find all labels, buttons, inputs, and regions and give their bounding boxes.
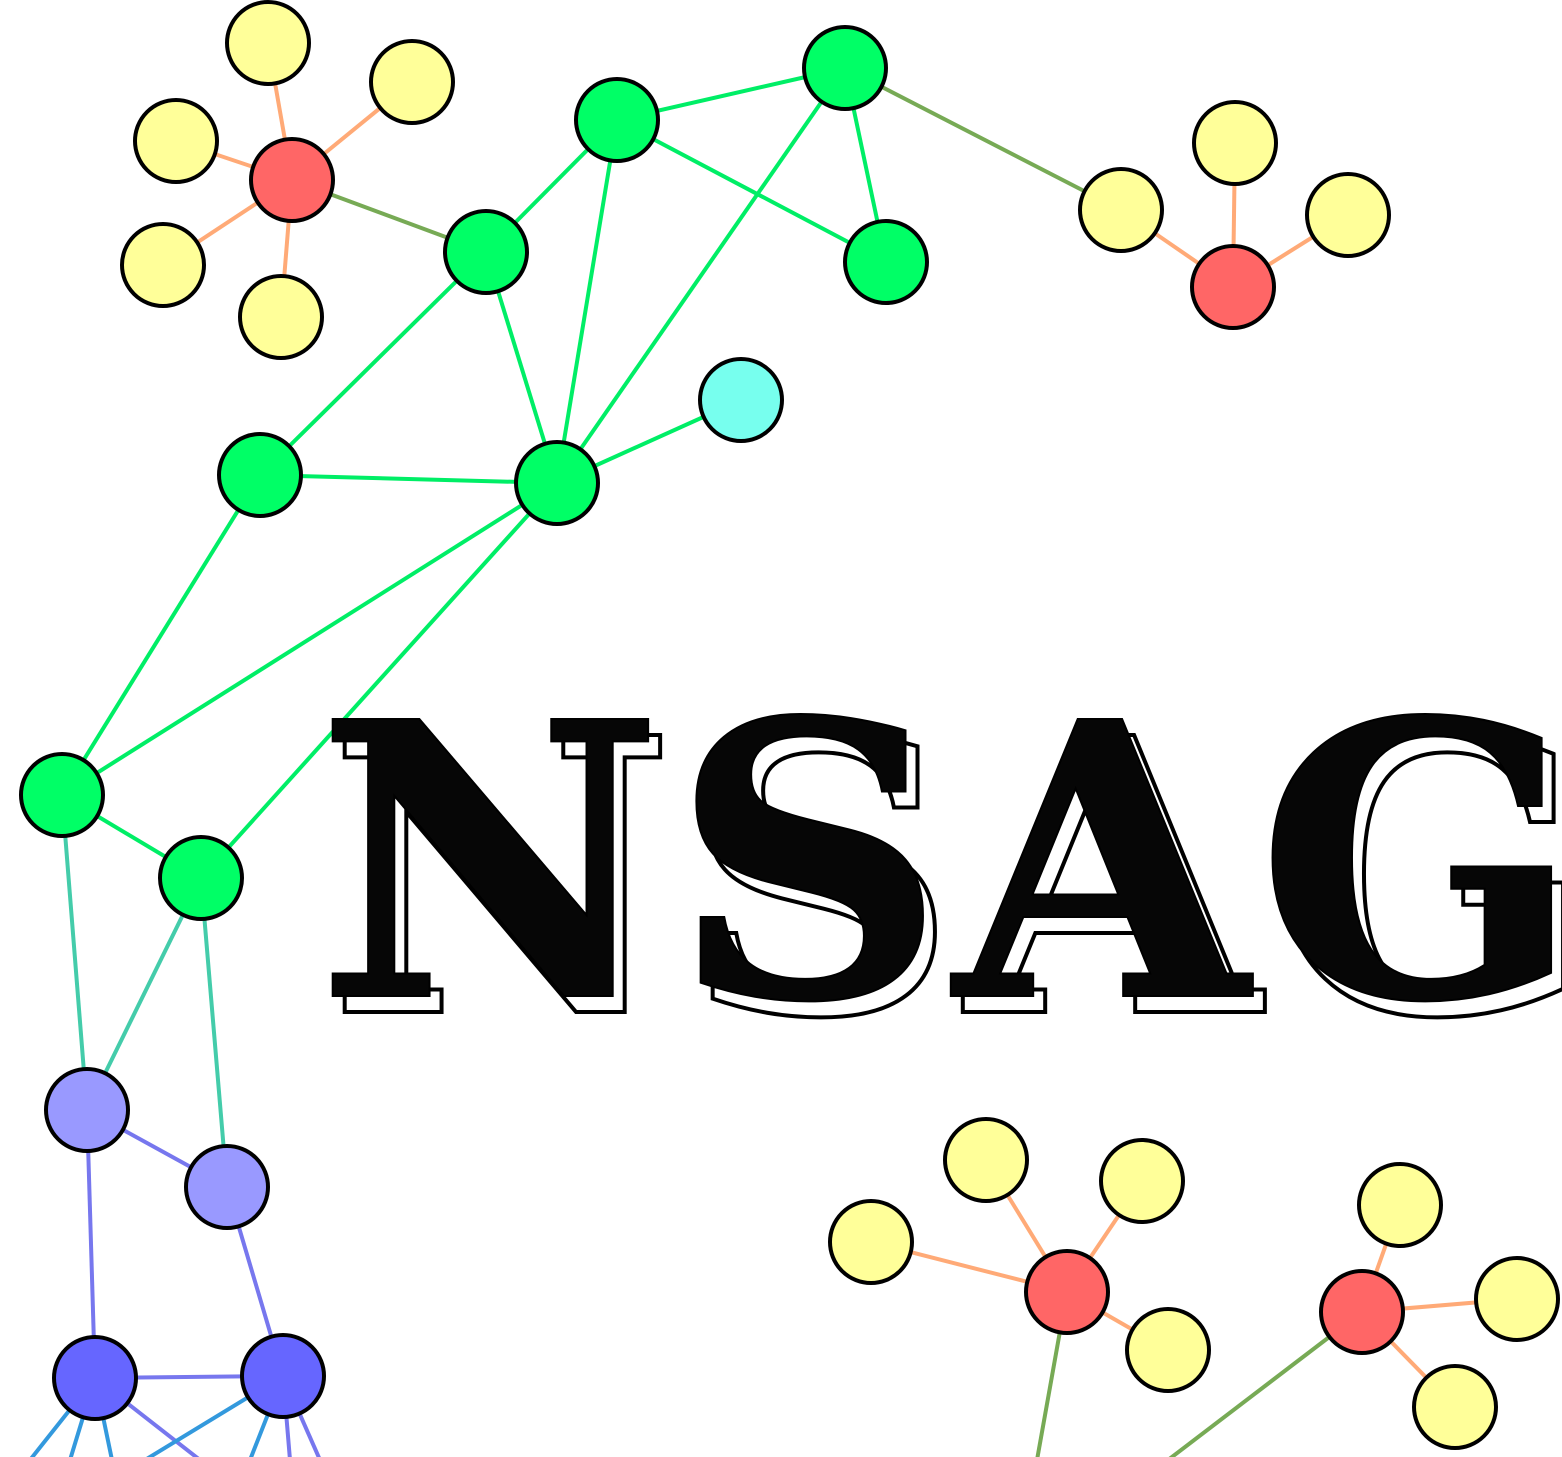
node-yellow-y2b bbox=[1192, 100, 1278, 186]
node-green-g4 bbox=[843, 219, 929, 305]
node-yellow-y3c bbox=[828, 1199, 914, 1285]
edge-g7-l1 bbox=[60, 794, 89, 1111]
node-red-r3 bbox=[1024, 1249, 1110, 1335]
node-green-g3 bbox=[443, 209, 529, 295]
node-green-g7 bbox=[19, 752, 105, 838]
edge-g2-y2a bbox=[844, 66, 1122, 212]
node-red-r1 bbox=[249, 137, 335, 223]
node-yellow-y4b bbox=[1474, 1256, 1560, 1342]
edge-g3-g5 bbox=[258, 250, 488, 477]
edge-g1-g4 bbox=[616, 118, 887, 264]
node-lavender-l1 bbox=[44, 1067, 130, 1153]
nsag-logo: NSAG NSAG bbox=[315, 638, 1562, 1104]
node-green-g2 bbox=[802, 25, 888, 111]
node-red-r4 bbox=[1319, 1269, 1405, 1355]
edge-l1-b1 bbox=[85, 1109, 97, 1379]
node-yellow-y3b bbox=[1099, 1138, 1185, 1224]
edge-g1-g6 bbox=[555, 119, 619, 484]
edge-g8-l2 bbox=[199, 877, 229, 1188]
node-red-r2 bbox=[1190, 244, 1276, 330]
edge-g5-g7 bbox=[60, 473, 262, 797]
network-nodes bbox=[19, 0, 1560, 1450]
node-green-g6 bbox=[514, 440, 600, 526]
node-blue-b1 bbox=[52, 1335, 138, 1421]
node-green-g1 bbox=[574, 77, 660, 163]
node-yellow-y3a bbox=[943, 1117, 1029, 1203]
node-yellow-y1e bbox=[238, 274, 324, 360]
node-yellow-y2c bbox=[1305, 172, 1391, 258]
node-yellow-y4a bbox=[1357, 1162, 1443, 1248]
edge-g5-g6 bbox=[259, 473, 558, 485]
node-yellow-y4c bbox=[1412, 1364, 1498, 1450]
node-yellow-y1b bbox=[369, 39, 455, 125]
node-yellow-y1c bbox=[133, 98, 219, 184]
node-cyan-c1 bbox=[698, 357, 784, 443]
node-yellow-y1a bbox=[225, 0, 311, 86]
node-yellow-y2a bbox=[1078, 167, 1164, 253]
node-blue-b2 bbox=[240, 1333, 326, 1419]
logo-text-shadow: NSAG bbox=[328, 655, 1562, 1102]
edge-g6-g7 bbox=[60, 481, 559, 797]
node-green-g8 bbox=[158, 835, 244, 921]
node-yellow-y3d bbox=[1125, 1307, 1211, 1393]
node-green-g5 bbox=[217, 432, 303, 518]
edge-g6-g8 bbox=[199, 481, 559, 880]
node-yellow-y1d bbox=[120, 222, 206, 308]
edge-g2-g6 bbox=[555, 66, 847, 485]
edge-g8-l1 bbox=[85, 877, 203, 1111]
node-lavender-l2 bbox=[184, 1144, 270, 1230]
logo-text: NSAG bbox=[316, 639, 1562, 1086]
